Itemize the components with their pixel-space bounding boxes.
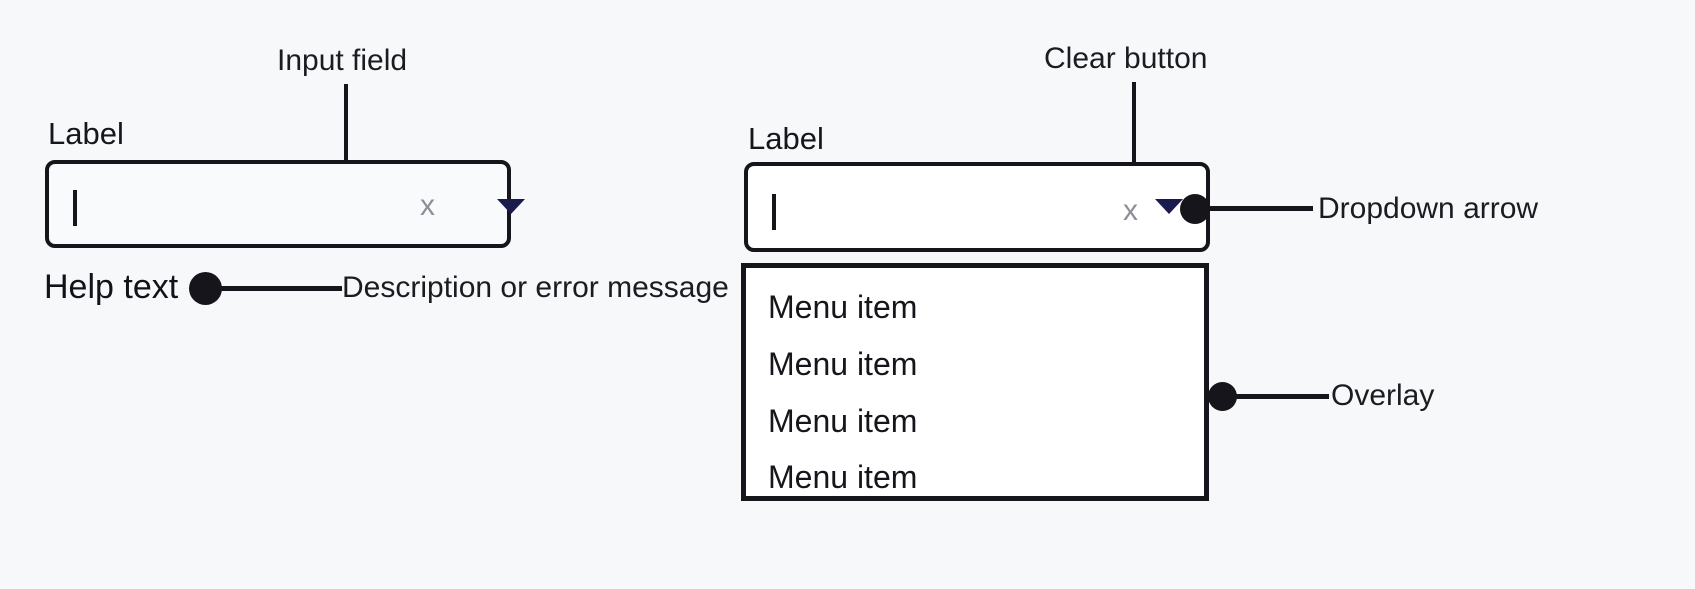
annotation-dropdown-arrow: Dropdown arrow	[1318, 192, 1539, 225]
chevron-down-icon[interactable]	[1155, 199, 1183, 214]
text-caret	[772, 194, 776, 230]
overlay-menu[interactable]: Menu item Menu item Menu item Menu item	[741, 263, 1209, 501]
annotation-overlay: Overlay	[1331, 379, 1435, 412]
annotation-description: Description or error message	[342, 271, 729, 304]
leader-line-dropdown-arrow	[1203, 206, 1313, 211]
leader-line-input-field	[344, 84, 348, 180]
clear-x-icon[interactable]: x	[1123, 194, 1138, 227]
left-input-field[interactable]: x	[45, 160, 525, 248]
left-help-text: Help text	[44, 268, 179, 306]
clear-x-icon[interactable]: x	[420, 189, 435, 222]
text-caret	[73, 190, 77, 226]
annotation-clear-button: Clear button	[1044, 42, 1208, 75]
leader-line-overlay	[1231, 394, 1329, 399]
right-field-label: Label	[748, 121, 824, 156]
annotation-input-field: Input field	[277, 44, 408, 77]
menu-item[interactable]: Menu item	[768, 459, 918, 495]
menu-item[interactable]: Menu item	[768, 346, 918, 382]
left-field-label: Label	[48, 116, 124, 151]
chevron-down-icon[interactable]	[497, 199, 525, 214]
menu-item[interactable]: Menu item	[768, 289, 918, 325]
leader-line-clear-button	[1132, 82, 1136, 180]
leader-line-help-text	[214, 286, 342, 291]
right-input-field[interactable]: x	[744, 162, 1210, 252]
menu-item[interactable]: Menu item	[768, 403, 918, 439]
